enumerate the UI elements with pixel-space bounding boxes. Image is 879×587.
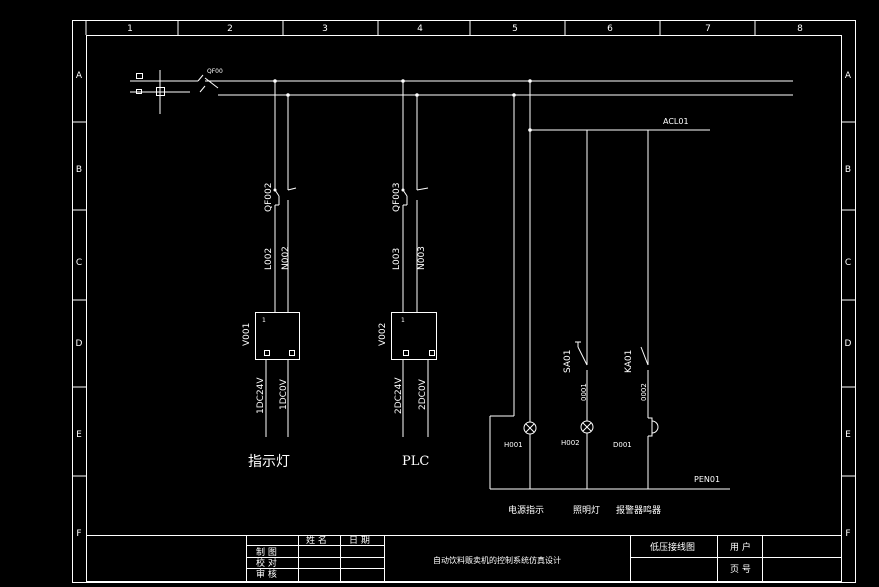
label-sa01: SA01 xyxy=(563,350,573,374)
label-h001: H001 xyxy=(504,441,523,449)
tb-user: 用 户 xyxy=(730,541,751,553)
row-label: D xyxy=(845,339,852,349)
column-label: 2 xyxy=(227,24,233,34)
outer-border xyxy=(72,20,856,583)
circuit xyxy=(130,70,793,490)
column-label: 7 xyxy=(705,24,711,34)
caption-power-indicator: 电源指示 xyxy=(508,504,544,516)
row-label: E xyxy=(845,430,851,440)
power-supply-v001 xyxy=(255,312,300,360)
tb-project-title: 自动饮料贩卖机的控制系统仿真设计 xyxy=(433,555,561,565)
label-1dc0v: 1DC0V xyxy=(279,378,289,410)
tb-draw: 制 图 xyxy=(256,546,277,558)
tb-page: 页 号 xyxy=(730,564,751,575)
terminal-box xyxy=(136,73,143,79)
column-label: 6 xyxy=(607,24,613,34)
buzzer-d001 xyxy=(648,417,653,437)
label-qf002: QF002 xyxy=(264,183,274,212)
sa01-switch xyxy=(577,346,588,366)
tb-date-header: 日 期 xyxy=(349,535,370,546)
row-labels-left: A B C D E F xyxy=(76,71,83,539)
label-l002: L002 xyxy=(264,248,274,270)
inner-border xyxy=(86,35,842,582)
drawing-frame xyxy=(72,20,856,583)
label-0002: 0002 xyxy=(640,383,648,401)
title-block-text: 姓 名 日 期 制 图 校 对 审 核 自动饮料贩卖机的控制系统仿真设计 低压接… xyxy=(256,534,751,580)
column-label: 3 xyxy=(322,24,328,34)
column-label: 5 xyxy=(512,24,518,34)
column-label: 1 xyxy=(127,24,133,34)
row-label: B xyxy=(76,165,82,175)
row-label: A xyxy=(76,71,83,81)
row-label: E xyxy=(76,430,82,440)
title-block xyxy=(86,535,841,581)
column-label: 8 xyxy=(797,24,803,34)
label-n002: N002 xyxy=(281,246,291,270)
qf00-blade-2 xyxy=(199,85,206,93)
component-labels: QF00 ACL01 PEN01 QF002 L002 N002 QF003 L… xyxy=(207,68,720,484)
qf00-blade-1 xyxy=(197,74,204,82)
label-ka01: KA01 xyxy=(624,350,634,373)
label-l003: L003 xyxy=(392,248,402,270)
tb-drawing-title: 低压接线图 xyxy=(650,541,695,553)
label-2dc0v: 2DC0V xyxy=(418,378,428,410)
label-d001: D001 xyxy=(613,441,632,449)
crosshair-box xyxy=(156,87,165,96)
row-label: D xyxy=(76,339,83,349)
label-pen01: PEN01 xyxy=(694,475,720,484)
tb-check: 校 对 xyxy=(256,557,277,569)
power-supply-v002 xyxy=(391,312,437,360)
row-label: F xyxy=(845,529,850,539)
label-n003: N003 xyxy=(417,246,427,270)
qf00-contact xyxy=(204,77,219,89)
caption-alarm: 报警器鸣器 xyxy=(616,504,661,516)
label-terminal: 1 xyxy=(401,317,405,324)
label-v002: V002 xyxy=(378,323,388,346)
terminal-box-2 xyxy=(136,89,142,94)
ka01-switch xyxy=(640,346,649,366)
row-label: B xyxy=(845,165,851,175)
label-2dc24v: 2DC24V xyxy=(394,377,404,414)
column-label: 4 xyxy=(417,24,423,34)
row-labels-right: A B C D E F xyxy=(845,71,852,539)
row-label: A xyxy=(845,71,852,81)
row-label: F xyxy=(76,529,81,539)
label-h002: H002 xyxy=(561,439,580,447)
caption-indicator: 指示灯 xyxy=(248,454,290,470)
tb-name-header: 姓 名 xyxy=(306,534,327,546)
label-terminal: 1 xyxy=(262,317,266,324)
tb-review: 审 核 xyxy=(256,568,277,580)
junctions xyxy=(273,79,532,192)
row-label: C xyxy=(76,258,82,268)
label-0001: 0001 xyxy=(580,383,588,401)
captions: 指示灯 PLC 电源指示 照明灯 报警器鸣器 xyxy=(248,454,661,516)
label-v001: V001 xyxy=(242,323,252,346)
row-label: C xyxy=(845,258,851,268)
label-qf003: QF003 xyxy=(392,183,402,212)
caption-lighting: 照明灯 xyxy=(573,505,600,516)
caption-plc: PLC xyxy=(402,454,429,469)
column-labels: 1 2 3 4 5 6 7 8 xyxy=(127,24,803,34)
label-1dc24v: 1DC24V xyxy=(256,377,266,414)
label-acl01: ACL01 xyxy=(663,117,689,126)
label-qf00: QF00 xyxy=(207,68,223,75)
